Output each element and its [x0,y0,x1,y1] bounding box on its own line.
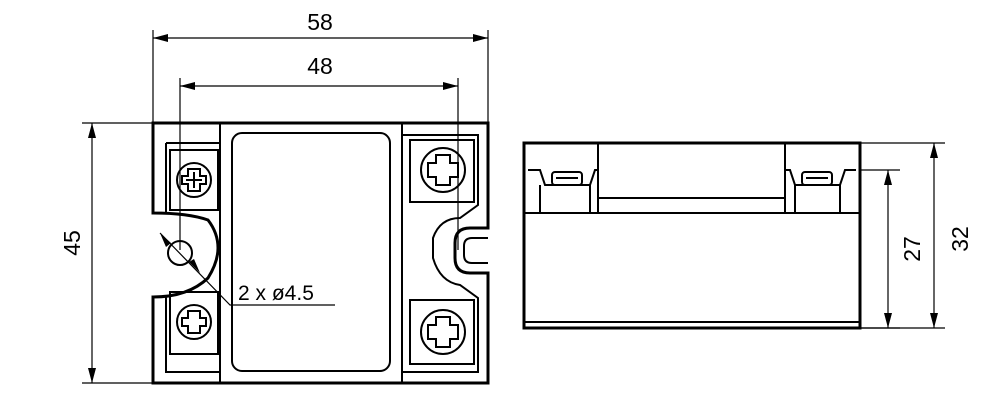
hole-leader-arrow-1 [160,233,171,247]
side-body [522,141,862,330]
dim-48-label: 48 [307,53,333,79]
notch-inner [463,237,488,264]
dim-58-label: 58 [307,9,333,35]
center-label-panel [231,132,391,372]
top-view-outline [151,121,490,385]
side-terminal-right [785,169,856,213]
screw-top-left [169,149,219,211]
screw-bottom-right [409,299,475,365]
side-cover [597,143,786,213]
hole-leader [159,232,335,306]
dim-32-label: 32 [947,226,973,252]
dimension-side-height: 32 [860,142,973,329]
center-panel-frame [219,123,403,383]
screw-bottom-left [169,291,219,355]
dimension-overall-height: 45 [59,122,153,384]
right-recess [402,134,479,373]
dimension-side-body-height: 27 [860,169,925,329]
dim-27-label: 27 [899,236,925,262]
side-view [522,141,862,330]
top-view: 2 x ø4.5 [151,78,490,385]
hole-leader-arrow-2 [189,259,200,273]
dimension-hole-spacing: 48 [180,53,458,90]
dimension-overall-width: 58 [152,9,489,123]
hole-note-text: 2 x ø4.5 [238,282,314,305]
screw-top-right [409,139,475,203]
dim-45-label: 45 [59,230,85,256]
side-terminal-left [528,169,598,213]
